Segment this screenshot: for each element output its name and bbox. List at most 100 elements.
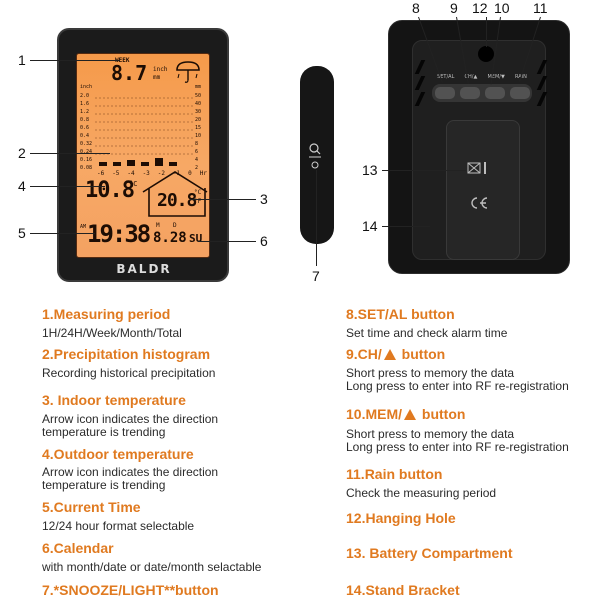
callout-9: 9 bbox=[450, 0, 458, 16]
histogram-x-tick: -2 bbox=[157, 170, 165, 177]
up-triangle-icon bbox=[404, 409, 417, 420]
legend-8-title: 8.SET/AL button bbox=[346, 306, 455, 322]
legend-6-desc: with month/date or date/month selactable bbox=[42, 560, 262, 574]
battery-compartment-icon bbox=[467, 162, 486, 174]
callout-1: 1 bbox=[18, 52, 26, 68]
callout-5: 5 bbox=[18, 225, 26, 241]
ch-up-button[interactable] bbox=[459, 87, 480, 99]
legend-10-desc-1: Short press to memory the data bbox=[346, 427, 515, 441]
axis-left-title: inch bbox=[80, 84, 93, 90]
legend-10-title-a: 10.MEM/ bbox=[346, 406, 403, 422]
set-al-button[interactable] bbox=[434, 87, 455, 99]
axis-left-tick: 0.24 bbox=[80, 149, 93, 155]
ch-label: CH/▲ bbox=[464, 74, 478, 80]
ce-mark-icon bbox=[471, 197, 488, 209]
back-button-row bbox=[432, 84, 532, 102]
date-m-label: M bbox=[156, 222, 160, 229]
rain-unit-mm: mm bbox=[153, 74, 161, 81]
legend-5-desc: 12/24 hour format selectable bbox=[42, 519, 195, 533]
outdoor-unit: °C bbox=[194, 189, 202, 196]
axis-right-tick: 30 bbox=[195, 109, 202, 115]
legend-4-desc-1: Arrow icon indicates the direction bbox=[42, 465, 219, 479]
hanging-hole bbox=[478, 46, 494, 62]
indoor-unit: °C bbox=[129, 180, 138, 188]
outdoor-temp: 20.8 bbox=[157, 190, 197, 211]
legend-9-title-b: button bbox=[397, 346, 446, 362]
legend-11-title: 11.Rain button bbox=[346, 466, 443, 482]
legend-2-desc: Recording historical precipitation bbox=[42, 366, 216, 380]
back-button-labels: SET/AL CH/▲ MEM/▼ RAIN bbox=[432, 74, 532, 80]
callout-2: 2 bbox=[18, 145, 26, 161]
callout-14: 14 bbox=[362, 218, 378, 234]
rain-unit-inch: inch bbox=[153, 66, 168, 73]
callout-10: 10 bbox=[494, 0, 510, 16]
axis-right-ticks: 50 40 30 20 15 10 8 6 4 2 bbox=[195, 92, 209, 172]
axis-right-title: mm bbox=[195, 84, 202, 90]
legend-11-desc: Check the measuring period bbox=[346, 486, 497, 500]
outdoor-unit-f: °F bbox=[194, 198, 202, 205]
callout-4: 4 bbox=[18, 178, 26, 194]
indoor-temp: 10.8 bbox=[85, 178, 135, 203]
legend-9-desc-1: Short press to memory the data bbox=[346, 366, 515, 380]
house-icon bbox=[142, 171, 208, 217]
callout-7: 7 bbox=[312, 268, 320, 284]
calendar-date: 8.28 bbox=[153, 230, 187, 246]
rain-value: 8.7 bbox=[111, 61, 148, 85]
brand-logo: BALDR bbox=[116, 262, 172, 276]
mem-down-button[interactable] bbox=[484, 87, 505, 99]
callout-13: 13 bbox=[362, 162, 378, 178]
histogram-x-tick: -5 bbox=[112, 170, 120, 177]
legend-3-desc-1: Arrow icon indicates the direction bbox=[42, 412, 219, 426]
rain-button[interactable] bbox=[509, 87, 530, 99]
axis-right-tick: 2 bbox=[195, 165, 199, 171]
axis-right-tick: 50 bbox=[195, 93, 202, 99]
side-remote bbox=[300, 66, 334, 244]
legend-14-title: 14.Stand Bracket bbox=[346, 582, 460, 598]
axis-left-tick: 0.16 bbox=[80, 157, 93, 163]
axis-right-tick: 6 bbox=[195, 149, 199, 155]
axis-right-tick: 15 bbox=[195, 125, 202, 131]
legend-1-desc: 1H/24H/Week/Month/Total bbox=[42, 326, 182, 340]
legend-8-desc: Set time and check alarm time bbox=[346, 326, 508, 340]
legend-10-title-b: button bbox=[418, 406, 466, 422]
legend-3-desc-2: temperature is trending bbox=[42, 425, 166, 439]
histogram-x-tick: Hr bbox=[199, 170, 207, 177]
axis-left-tick: 0.08 bbox=[80, 165, 93, 171]
histogram-x-tick: -6 bbox=[97, 170, 105, 177]
stand-bracket[interactable] bbox=[446, 120, 520, 260]
legend-2-title: 2.Precipitation histogram bbox=[42, 346, 211, 362]
histogram-x-tick: 0 bbox=[188, 170, 192, 177]
calendar-weekday: SU bbox=[189, 232, 203, 245]
period-label: WEEK bbox=[115, 57, 130, 64]
axis-left-tick: 0.8 bbox=[80, 117, 90, 123]
legend-6-title: 6.Calendar bbox=[42, 540, 114, 556]
ampm-label: AM bbox=[80, 224, 87, 230]
legend-3-title: 3. Indoor temperature bbox=[42, 392, 186, 408]
legend-10-desc-2: Long press to enter into RF re-registrat… bbox=[346, 440, 569, 454]
legend-5-title: 5.Current Time bbox=[42, 499, 141, 515]
axis-right-tick: 8 bbox=[195, 141, 199, 147]
axis-left-tick: 0.6 bbox=[80, 125, 90, 131]
axis-right-tick: 10 bbox=[195, 133, 202, 139]
date-d-label: D bbox=[173, 222, 177, 229]
legend-1-title: 1.Measuring period bbox=[42, 306, 171, 322]
axis-right-tick: 40 bbox=[195, 101, 202, 107]
snooze-light-icon bbox=[309, 143, 321, 169]
axis-right-tick: 4 bbox=[195, 157, 199, 163]
legend-4-title: 4.Outdoor temperature bbox=[42, 446, 194, 462]
axis-right-tick: 20 bbox=[195, 117, 202, 123]
legend-10-title: 10.MEM/ button bbox=[346, 406, 465, 422]
up-triangle-icon bbox=[383, 349, 396, 360]
axis-left-tick: 1.6 bbox=[80, 101, 90, 107]
legend-4-desc-2: temperature is trending bbox=[42, 478, 166, 492]
legend-9-title: 9.CH/ button bbox=[346, 346, 445, 362]
callout-12: 12 bbox=[472, 0, 488, 16]
legend-12-title: 12.Hanging Hole bbox=[346, 510, 456, 526]
histogram-x-tick: -4 bbox=[127, 170, 135, 177]
axis-left-tick: 2.0 bbox=[80, 93, 90, 99]
callout-11: 11 bbox=[533, 0, 548, 16]
callout-8: 8 bbox=[412, 0, 420, 16]
legend-13-title: 13. Battery Compartment bbox=[346, 545, 513, 561]
